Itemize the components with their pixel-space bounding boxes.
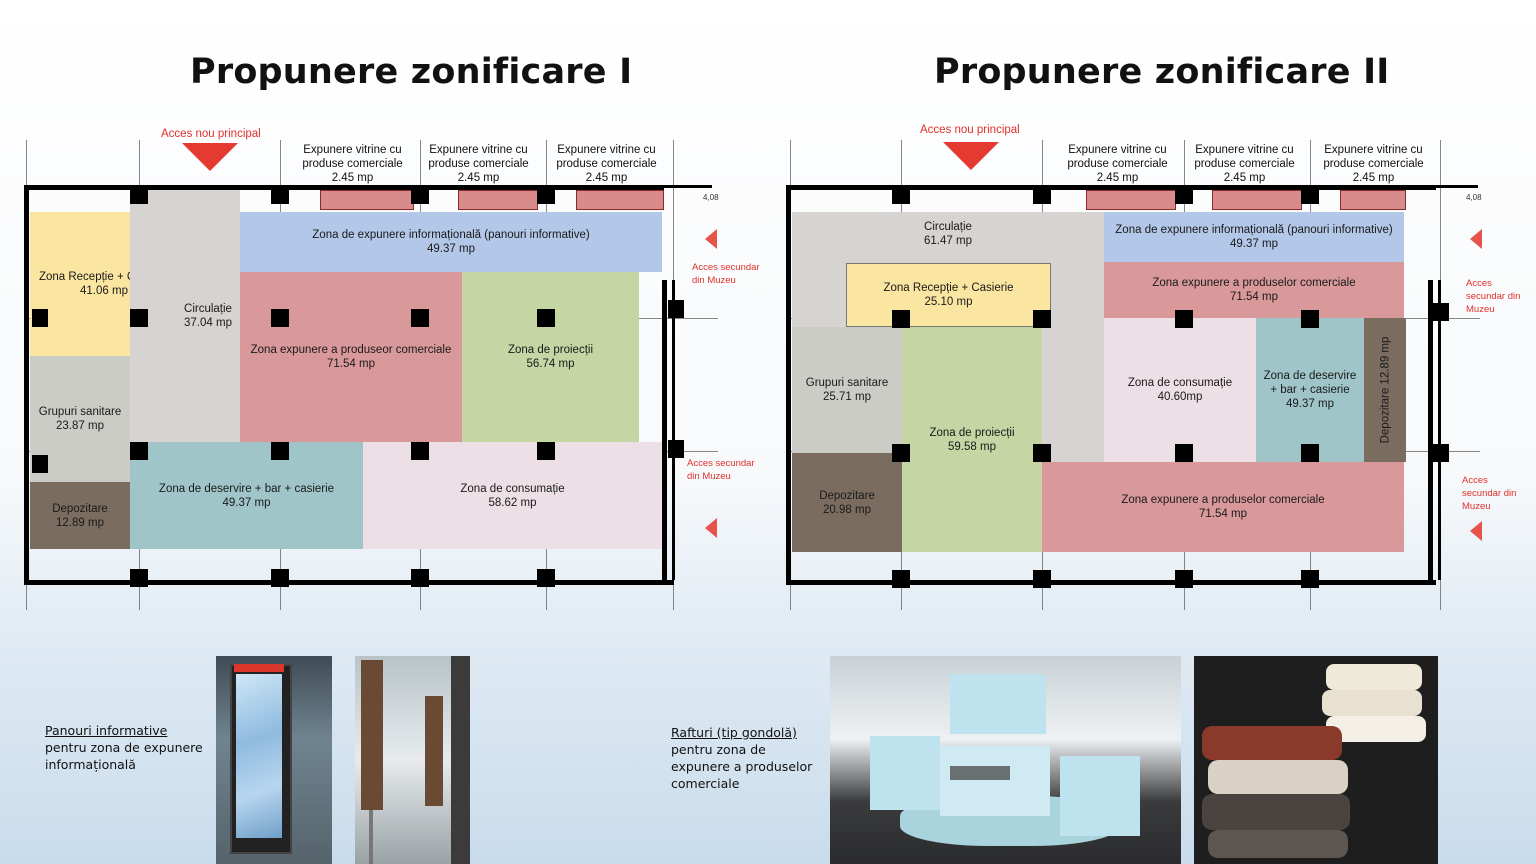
zone-expunere-informationala: Zona de expunere informațională (panouri… [240, 212, 662, 272]
vitrina-label: Expunere vitrine cu produse comerciale 2… [1194, 144, 1295, 184]
vitrina-label: Expunere vitrine cu produse comerciale 2… [1067, 144, 1168, 184]
acces-secundar-label: Acces secundar din Muzeu [1462, 475, 1517, 512]
zone-expunere-informationala: Zona de expunere informațională (panouri… [1104, 212, 1404, 262]
vitrina-label: Expunere vitrine cu produse comerciale 2… [302, 144, 403, 184]
acces-secundar-label: Acces secundar din Muzeu [687, 458, 755, 482]
vitrina-label: Expunere vitrine cu produse comerciale 2… [1323, 144, 1424, 184]
entrance-arrow-icon [182, 143, 238, 171]
caption-rafturi-text: pentru zona de expunere a produselor com… [671, 742, 813, 791]
side-entrance-arrow-icon [1470, 521, 1482, 541]
side-entrance-arrow-icon [705, 518, 717, 538]
photo-info-panel-1 [216, 656, 332, 864]
side-entrance-arrow-icon [1470, 229, 1482, 249]
caption-rafturi: Rafturi (tip gondolă) pentru zona de exp… [671, 724, 827, 792]
entrance-arrow-icon [943, 142, 999, 170]
dimension-label: 4,08 [703, 193, 719, 202]
title-plan-2: Propunere zonificare II [934, 52, 1390, 92]
title-plan-1: Propunere zonificare I [190, 52, 633, 92]
caption-panouri-text: pentru zona de expunere informațională [45, 740, 203, 772]
vitrina-label: Expunere vitrine cu produse comerciale 2… [556, 144, 657, 184]
dimension-label: 4,08 [1466, 193, 1482, 202]
side-entrance-arrow-icon [705, 229, 717, 249]
photo-info-panel-2 [355, 656, 470, 864]
caption-rafturi-title: Rafturi (tip gondolă) [671, 725, 797, 740]
zone-depozitare-vertical: Depozitare 12.89 mp [1364, 318, 1406, 462]
acces-secundar-label: Acces secundar din Muzeu [1466, 278, 1521, 315]
acces-secundar-label: Acces secundar din Muzeu [692, 262, 760, 286]
acces-principal-label: Acces nou principal [161, 128, 261, 140]
acces-principal-label: Acces nou principal [920, 124, 1020, 136]
photo-gondola-shelves [830, 656, 1181, 864]
photo-textile-blankets [1194, 656, 1438, 864]
caption-panouri: Panouri informative pentru zona de expun… [45, 722, 205, 773]
vitrina-label: Expunere vitrine cu produse comerciale 2… [428, 144, 529, 184]
caption-panouri-title: Panouri informative [45, 723, 168, 738]
